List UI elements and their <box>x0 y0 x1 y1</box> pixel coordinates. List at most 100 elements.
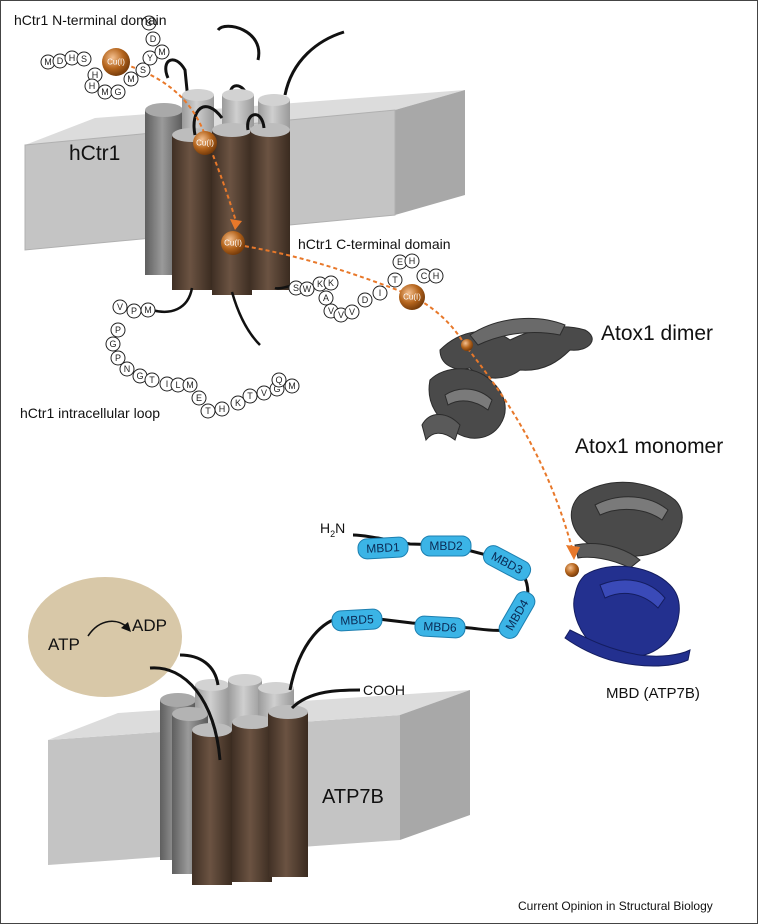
residue-letter: D <box>150 34 157 44</box>
residue-letter: S <box>293 283 299 293</box>
residue-letter: G <box>273 384 280 394</box>
residue-bead <box>112 299 128 315</box>
residue-bead <box>323 275 339 291</box>
cu-path-arrowhead-2 <box>566 545 580 560</box>
residue-letter: T <box>205 406 211 416</box>
label-adp: ADP <box>132 616 167 635</box>
mbd-pill-label: MBD1 <box>366 540 400 556</box>
residue-letter: G <box>114 87 121 97</box>
residue-letter: D <box>57 56 64 66</box>
atp-binding-domain <box>28 577 182 697</box>
residue-letter: P <box>115 353 121 363</box>
copper-ion-ctd: Cu(I) <box>399 284 425 310</box>
residue-bead <box>119 361 135 377</box>
copper-ion-mbd <box>565 563 579 577</box>
label-n-terminal-domain: hCtr1 N-terminal domain <box>14 12 167 28</box>
residue-letter: V <box>328 306 334 316</box>
residue-letter: S <box>81 54 87 64</box>
residue-letter: T <box>149 375 155 385</box>
residue-bead <box>299 281 315 297</box>
label-cooh: COOH <box>363 682 405 698</box>
residue-bead <box>135 62 151 78</box>
residue-bead <box>191 390 207 406</box>
mbd-pill-6: MBD6 <box>414 615 466 639</box>
hctr1-extracellular-loops <box>164 24 345 101</box>
residue-letter: P <box>131 306 137 316</box>
cu-path-arrowhead-1 <box>230 219 242 230</box>
residue-letter: Y <box>147 53 153 63</box>
residue-letter: H <box>69 53 76 63</box>
hctr1-top-loops <box>192 105 266 136</box>
residue-bead <box>242 388 258 404</box>
mbd-pill-1: MBD1 <box>357 536 409 560</box>
residue-letter: M <box>288 381 296 391</box>
residue-bead <box>145 31 161 47</box>
residue-letter: K <box>235 398 241 408</box>
residue-letter: G <box>136 371 143 381</box>
residue-bead <box>271 372 287 388</box>
cu-path-ntd <box>117 61 239 229</box>
residue-bead <box>140 302 156 318</box>
residue-letter: E <box>196 393 202 403</box>
residue-bead <box>214 401 230 417</box>
copper-ion-atox1-dimer <box>461 339 473 351</box>
label-atox1-dimer: Atox1 dimer <box>601 322 713 345</box>
residue-bead <box>84 78 100 94</box>
svg-text:Cu(I): Cu(I) <box>196 139 214 148</box>
residue-letter: D <box>362 295 369 305</box>
residue-letter: W <box>303 284 312 294</box>
atox1-dimer <box>421 318 593 442</box>
label-atp: ATP <box>48 635 80 654</box>
residue-letter: M <box>144 305 152 315</box>
svg-text:Cu(I): Cu(I) <box>107 58 125 67</box>
svg-text:Cu(I): Cu(I) <box>224 239 242 248</box>
label-atox1-monomer: Atox1 monomer <box>575 435 723 458</box>
residue-letter: N <box>124 364 131 374</box>
residue-bead <box>110 84 126 100</box>
mbd-pill-label: MBD2 <box>429 539 463 553</box>
residue-letter: I <box>166 379 169 389</box>
residue-letter: C <box>421 271 428 281</box>
residue-letter: G <box>109 339 116 349</box>
residue-letter: V <box>349 307 355 317</box>
residue-letter: S <box>146 18 152 28</box>
residue-letter: H <box>89 81 96 91</box>
residue-letter: H <box>433 271 440 281</box>
residue-bead <box>76 51 92 67</box>
residue-letter: L <box>175 380 180 390</box>
residue-bead <box>110 350 126 366</box>
residue-bead <box>284 378 300 394</box>
residue-bead <box>141 15 157 31</box>
label-credit: Current Opinion in Structural Biology <box>518 899 713 913</box>
mbd-atp7b-structure <box>564 565 691 667</box>
residue-bead <box>318 290 334 306</box>
residue-bead <box>372 285 388 301</box>
residue-letter: I <box>379 288 382 298</box>
residue-letter: T <box>247 391 253 401</box>
residue-letter: T <box>392 275 398 285</box>
label-intracellular-loop: hCtr1 intracellular loop <box>20 405 160 421</box>
residue-bead <box>144 372 160 388</box>
residue-bead <box>344 304 360 320</box>
residue-letter: M <box>101 87 109 97</box>
residue-letter: H <box>409 256 416 266</box>
residue-letter: K <box>317 279 323 289</box>
residue-letter: V <box>117 302 123 312</box>
label-h2n: H2N <box>320 520 345 539</box>
residue-bead <box>142 50 158 66</box>
residue-letter: E <box>397 257 403 267</box>
residue-letter: Q <box>275 375 282 385</box>
residue-letter: A <box>323 293 329 303</box>
residue-letter: M <box>158 47 166 57</box>
residue-bead <box>230 395 246 411</box>
copper-ion-pore: Cu(I) <box>221 231 245 255</box>
residue-bead <box>404 253 420 269</box>
residue-bead <box>105 336 121 352</box>
mbd-pill-label: MBD6 <box>423 619 457 635</box>
